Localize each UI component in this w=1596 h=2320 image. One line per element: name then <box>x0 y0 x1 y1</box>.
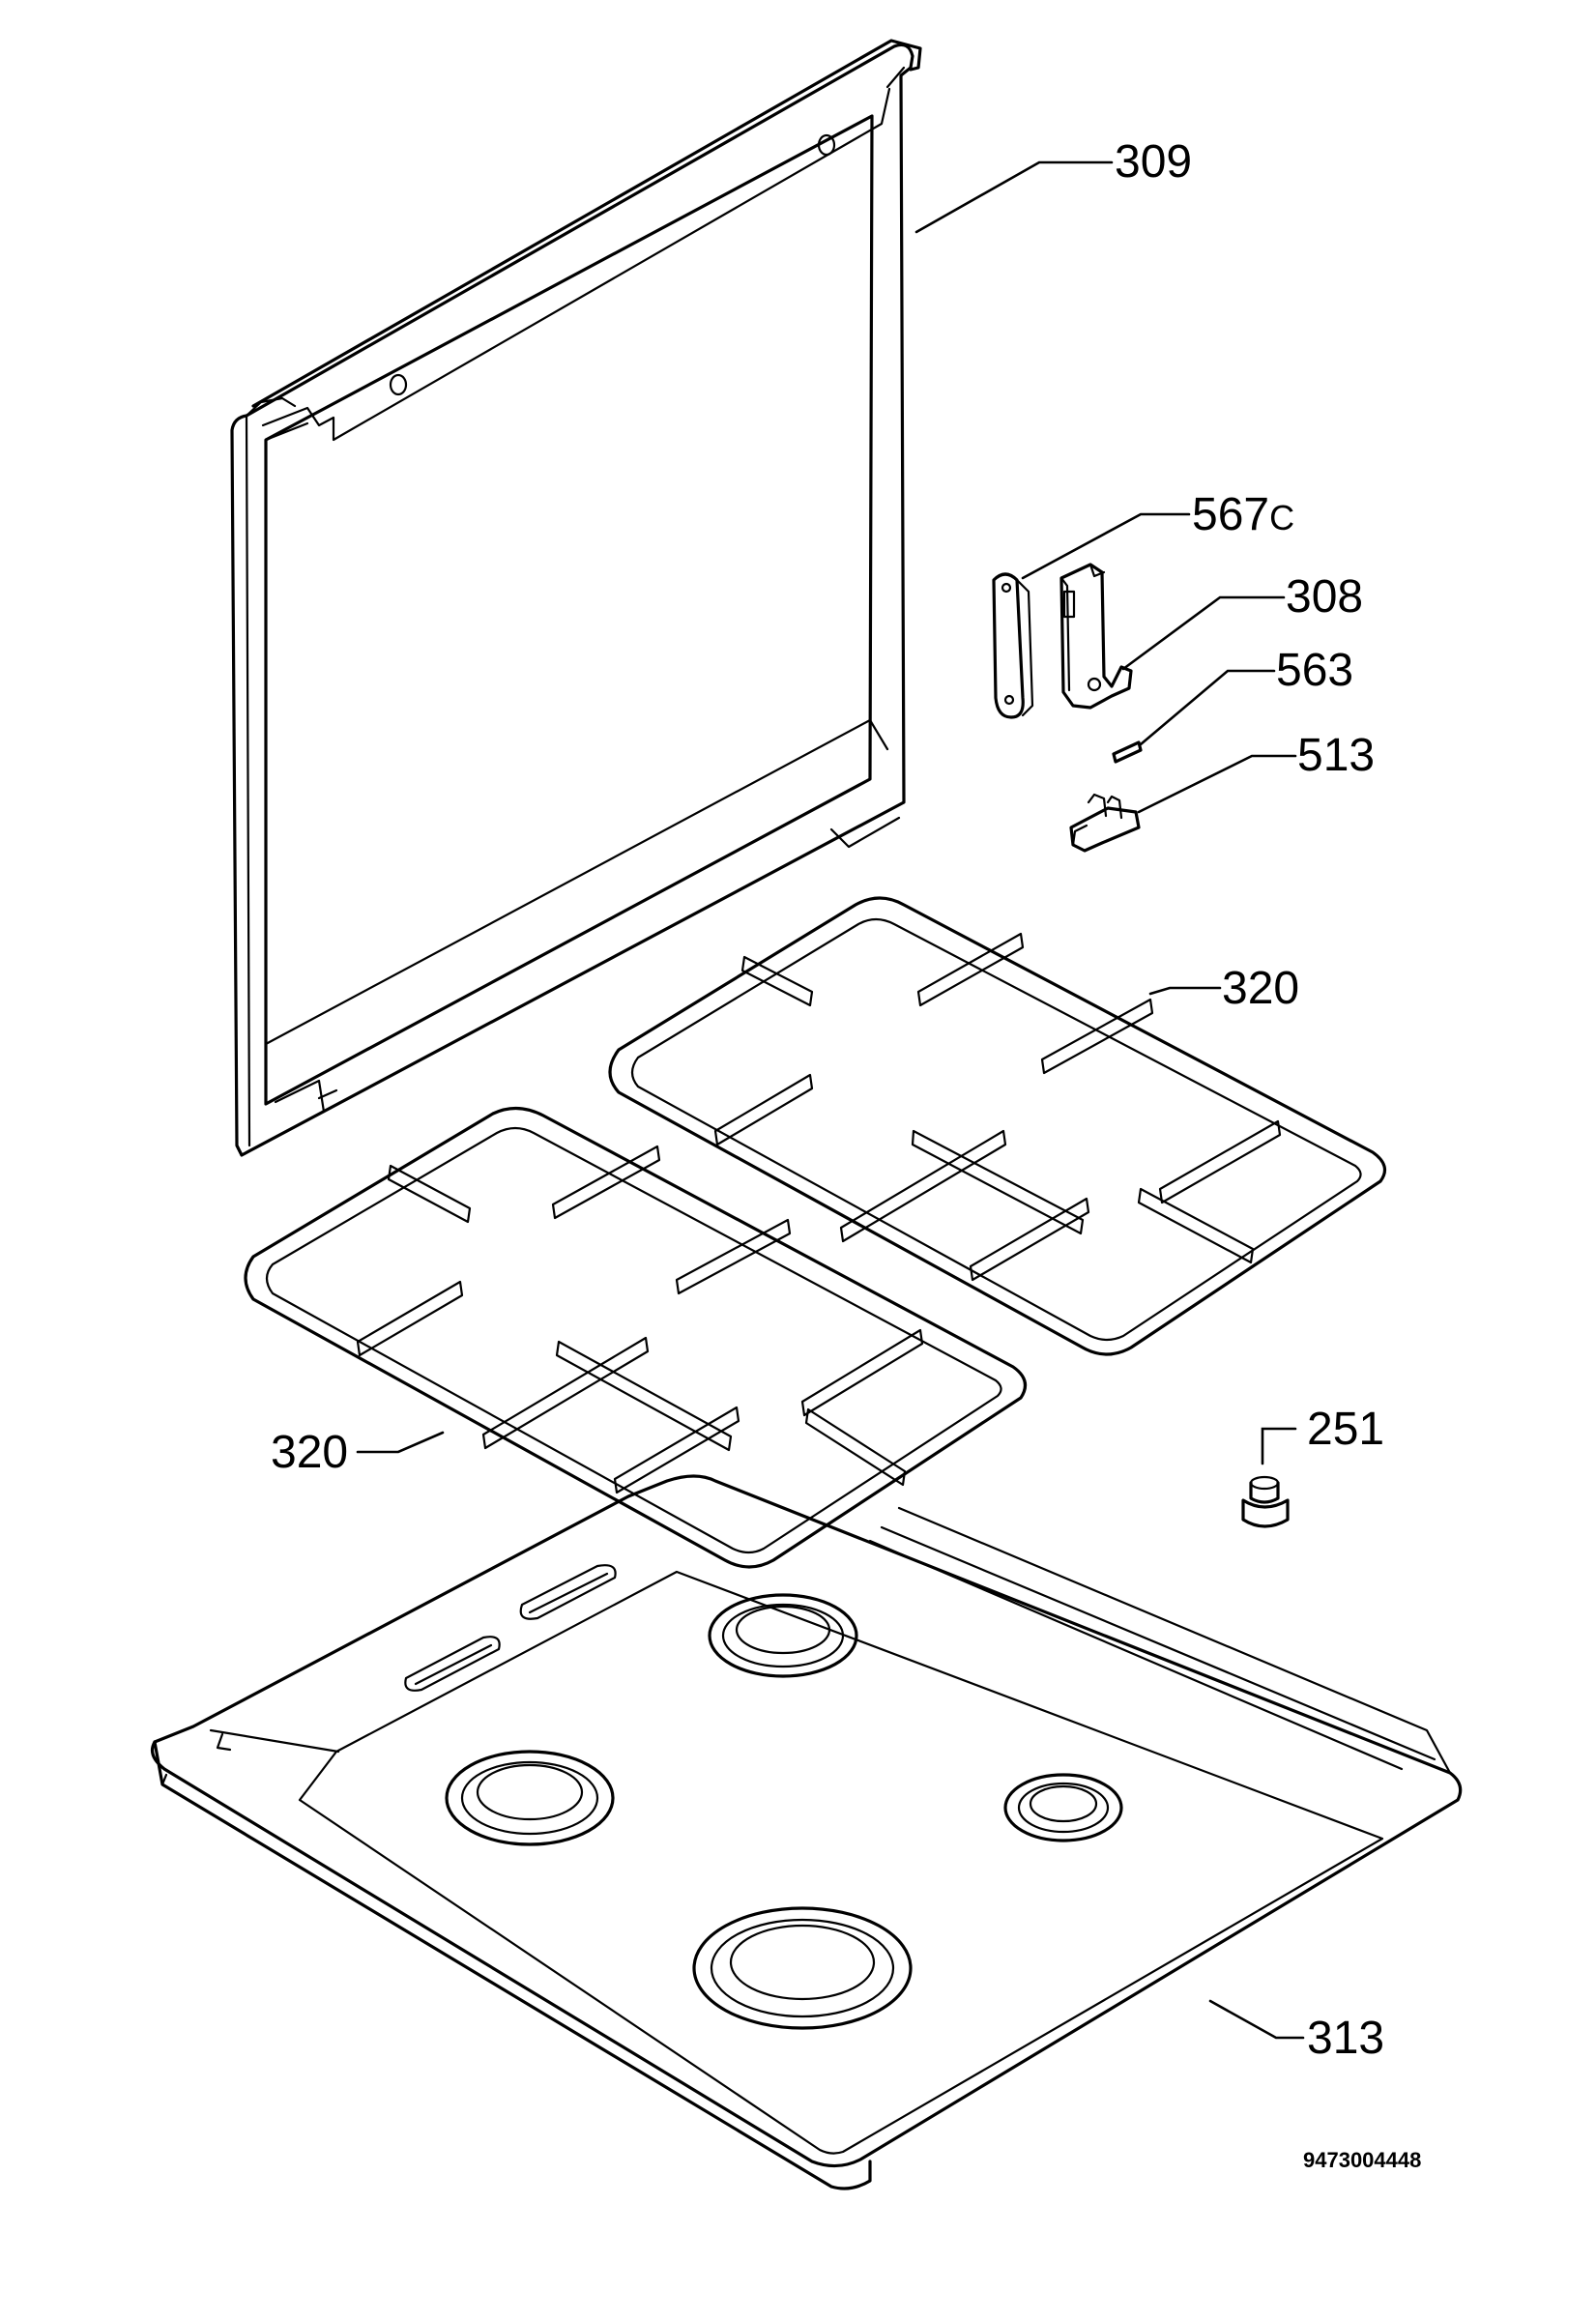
label-308: 308 <box>1286 571 1363 623</box>
leader-320-left <box>356 1431 445 1454</box>
label-309: 309 <box>1115 136 1192 188</box>
label-563: 563 <box>1276 645 1353 696</box>
foot-part-251 <box>1241 1475 1290 1528</box>
label-320-right: 320 <box>1222 963 1299 1014</box>
hinge-part-308 <box>1059 563 1133 710</box>
lid-part-309 <box>230 39 922 1157</box>
leader-251 <box>1261 1427 1297 1465</box>
hob-top-part-313 <box>151 1474 1463 2190</box>
leader-313 <box>1208 1999 1305 2040</box>
label-251: 251 <box>1307 1404 1384 1455</box>
label-513: 513 <box>1297 730 1375 781</box>
label-567c: 567C <box>1192 489 1294 540</box>
label-313: 313 <box>1307 2013 1384 2064</box>
pan-support-right-part-320 <box>608 896 1387 1356</box>
leader-513 <box>1137 754 1297 814</box>
leader-320-right <box>1148 986 1222 996</box>
leader-563 <box>1139 669 1276 746</box>
leader-309 <box>914 160 1114 234</box>
document-number: 9473004448 <box>1303 2148 1421 2172</box>
hinge-bracket-part-513 <box>1069 793 1141 853</box>
pan-support-left-part-320 <box>244 1106 1028 1569</box>
hinge-pin-part-563 <box>1112 740 1143 764</box>
hinge-plate-part-567c <box>992 572 1034 719</box>
label-320-left: 320 <box>271 1427 348 1478</box>
leader-308 <box>1121 595 1286 671</box>
leader-567c <box>1021 512 1191 580</box>
